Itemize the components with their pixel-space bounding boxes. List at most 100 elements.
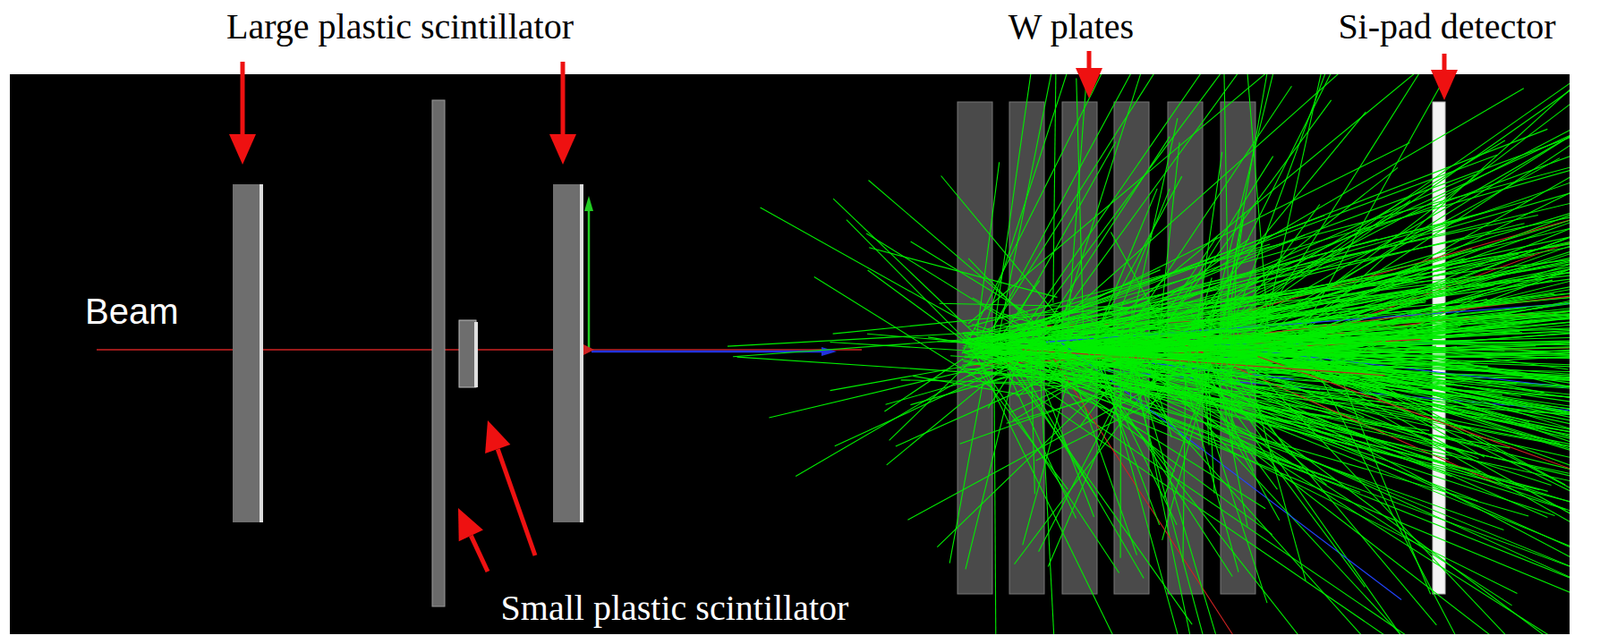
particle-track [1327,362,1570,487]
particle-track [1075,344,1570,418]
particle-track [1254,344,1570,635]
particle-track [768,361,1008,418]
particle-track [1293,341,1570,547]
particle-track [1138,156,1274,370]
particle-track [1024,361,1570,533]
pointer-arrowhead [1430,69,1458,101]
scintillator-plate [432,100,445,607]
particle-track [1066,74,1094,348]
particle-track [1153,142,1180,390]
particle-track [993,74,1171,328]
particle-track [972,297,1042,339]
particle-track [1233,204,1320,325]
particle-track [1227,255,1570,352]
particle-track [1199,74,1279,376]
particle-track [1053,74,1142,350]
particle-track [732,336,1010,358]
particle-track [1053,74,1058,304]
particle-track [1175,333,1366,588]
particle-track [1180,334,1268,604]
particle-track [1272,74,1570,331]
particle-track [1138,323,1200,338]
particle-track [1038,377,1130,553]
scintillator-plate [553,184,582,523]
particle-track [901,380,1058,384]
particle-track [1228,74,1424,375]
axis-arrow [587,207,591,350]
particle-track [978,74,1094,350]
pointer-arrow [470,536,488,572]
plate-edge [259,184,264,523]
particle-track [994,74,1048,331]
particle-track [886,327,1054,465]
origin-marker [583,344,595,356]
particle-track [1208,324,1248,528]
particle-track [1189,278,1212,356]
particle-track [968,258,1086,381]
part-label: Si-pad detector [1334,7,1559,47]
particle-track [868,179,1080,361]
small-scintillator [459,320,477,388]
particle-track [1198,74,1345,340]
particle-track [1047,315,1081,387]
particle-track [1115,349,1512,606]
part-label: W plates [1004,7,1138,47]
particle-track [1080,314,1132,340]
particle-track [1089,351,1570,512]
pointer-arrowhead [1075,68,1103,99]
particle-track [830,340,1106,391]
particle-track [1015,324,1094,424]
particle-track [1076,78,1084,341]
particle-track [964,300,1511,358]
particle-track [1221,351,1570,515]
beam-line [96,348,862,351]
particle-track [1162,368,1210,541]
part-label: Small plastic scintillator [497,588,853,629]
particle-track [1131,348,1237,635]
pointer-arrow [1087,51,1092,69]
particle-track [795,351,1009,477]
particle-track [1038,349,1056,635]
particle-track [949,382,983,563]
particle-track [1130,306,1132,402]
particle-track [1208,355,1437,626]
particle-track [1215,219,1243,354]
particle-track [1233,74,1342,324]
particle-track [937,341,1147,352]
pointer-arrowhead [549,134,577,165]
particle-track [967,343,1119,573]
particle-track [1124,118,1178,354]
pointer-arrow [497,449,536,556]
particle-track [1144,348,1173,438]
particle-track [868,247,1057,298]
particle-track [1035,136,1170,342]
beam-label: Beam [81,291,183,332]
pointer-arrowhead [458,508,484,542]
particle-track [1026,241,1570,324]
pointer-arrow [561,61,566,135]
particle-track [1172,334,1239,573]
axis-arrowhead [821,347,837,357]
particle-track [1088,188,1171,390]
particle-track [1006,154,1498,338]
particle-track [982,330,1192,625]
particle-track [1101,360,1186,635]
particle-track [1014,377,1156,565]
particle-track [989,335,1353,446]
shower-tracks [727,74,1570,635]
pointer-arrowhead [229,134,256,165]
particle-track [1257,357,1570,575]
particle-track [993,353,1198,400]
particle-track [1114,85,1292,352]
particle-track [868,270,988,358]
particle-track [975,354,1570,503]
pointer-arrow [1442,53,1447,70]
particle-track [970,188,1570,347]
particle-track [1155,140,1506,349]
particle-track [1310,368,1570,635]
particle-track [1080,174,1476,346]
particle-track [833,311,1059,334]
axis-arrowhead [584,195,594,212]
particle-track [994,382,998,635]
